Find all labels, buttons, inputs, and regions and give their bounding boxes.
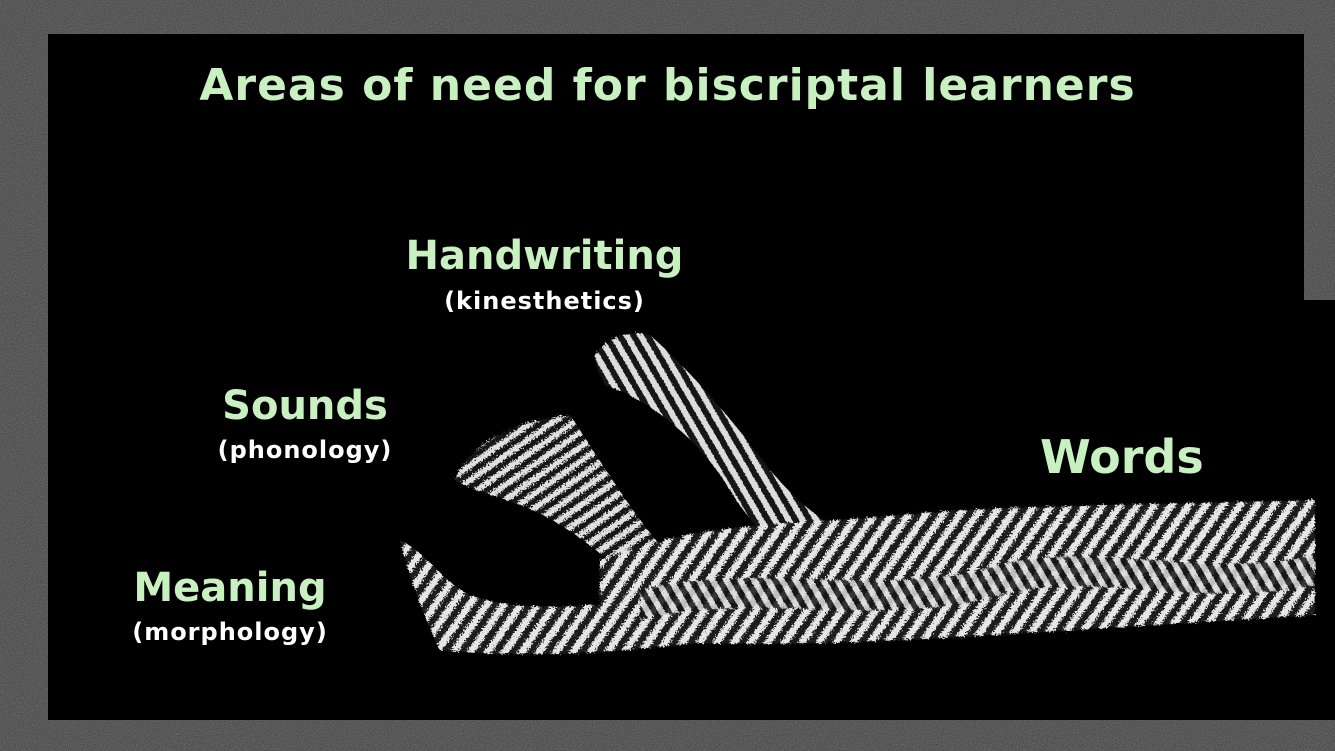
handwriting-label: Handwriting <box>405 233 684 279</box>
meaning-sublabel: (morphology) <box>132 618 328 646</box>
handwriting-sublabel: (kinesthetics) <box>444 287 645 315</box>
sounds-sublabel: (phonology) <box>217 436 393 464</box>
sounds-label: Sounds <box>222 383 388 429</box>
slide-title: Areas of need for biscriptal learners <box>199 60 1136 111</box>
handwriting-strand <box>595 333 850 570</box>
words-rope-twist <box>640 555 1315 620</box>
meaning-label: Meaning <box>133 565 327 611</box>
words-label: Words <box>1040 430 1204 484</box>
